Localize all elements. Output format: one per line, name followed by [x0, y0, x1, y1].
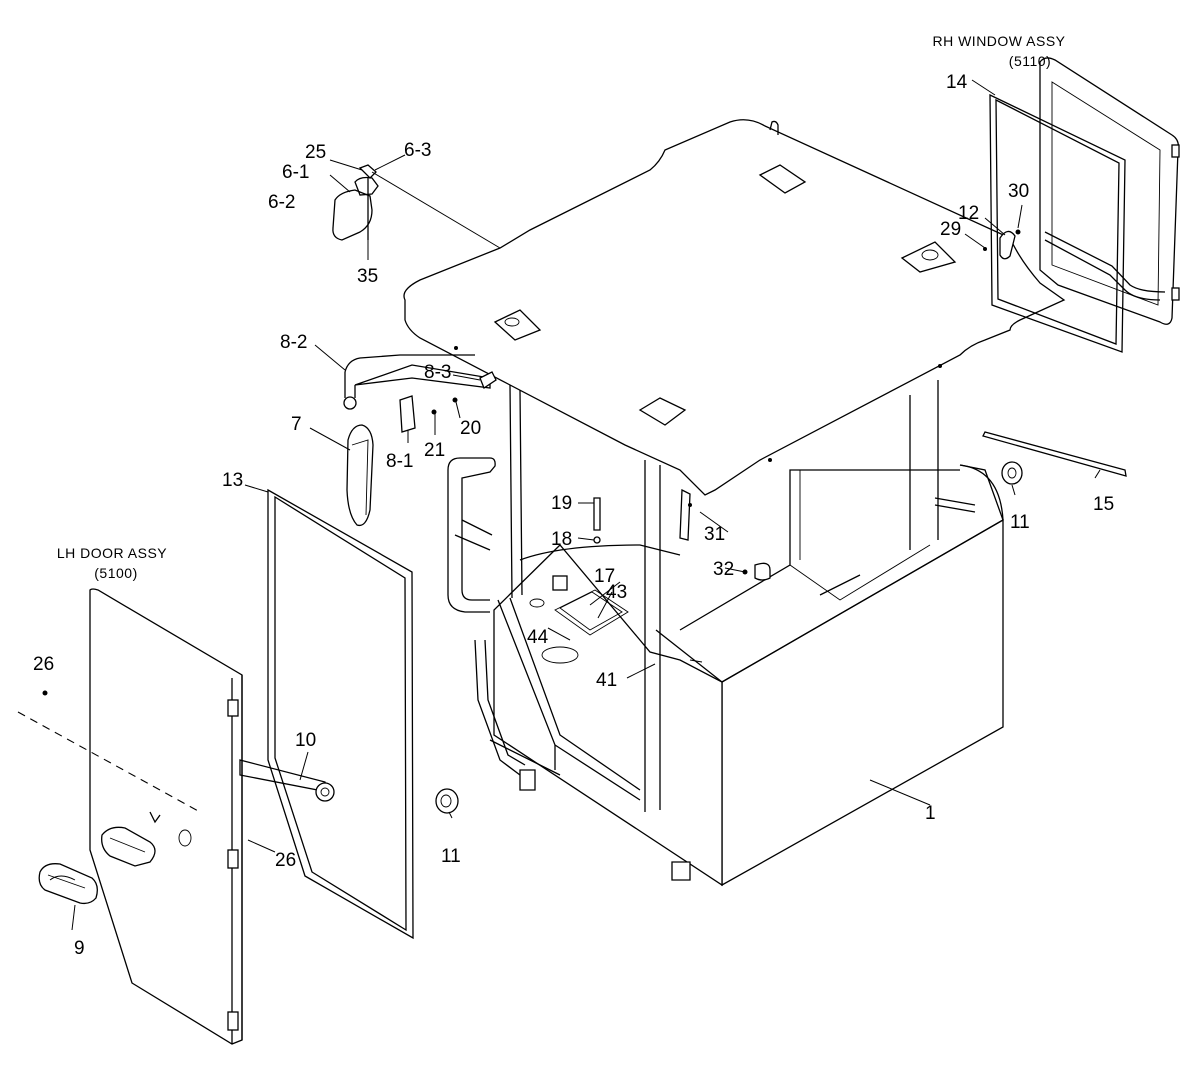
- callout-26-top: 26: [33, 654, 54, 675]
- callout-17: 17: [594, 566, 615, 587]
- mirror-glass-7: [346, 424, 374, 527]
- callout-43: 43: [606, 582, 627, 603]
- rh-window-latch: [983, 229, 1021, 260]
- callout-1: 1: [925, 803, 936, 824]
- lh-door-title: LH DOOR ASSY: [57, 545, 167, 561]
- rh-window-assembly: [1039, 57, 1180, 325]
- callout-11-front: 11: [441, 846, 461, 867]
- door-handle-9: [38, 863, 98, 905]
- callout-30: 30: [1008, 181, 1029, 202]
- callout-10: 10: [295, 730, 316, 751]
- callout-25: 25: [305, 142, 326, 163]
- callout-6-3: 6-3: [404, 140, 431, 161]
- callout-labels: 25 6-3 6-1 6-2 35 8-2 8-3 7 8-1 21 20 13…: [33, 72, 1114, 959]
- callout-6-2: 6-2: [268, 192, 295, 213]
- rh-window-seal: [989, 93, 1126, 353]
- install-line-26: [17, 690, 201, 813]
- callout-6-1: 6-1: [282, 162, 309, 183]
- rh-window-title: RH WINDOW ASSY: [932, 33, 1065, 49]
- leader-lines: [71, 79, 1101, 931]
- callout-19: 19: [551, 493, 572, 514]
- pins-and-fasteners: [593, 488, 748, 575]
- callout-20: 20: [460, 418, 481, 439]
- side-mirror-arm: [343, 354, 497, 433]
- grab-handle: [447, 457, 526, 776]
- callout-35: 35: [357, 266, 378, 287]
- lh-door-code: (5100): [94, 565, 137, 581]
- roof-panel: [403, 119, 1066, 496]
- rear-view-mirror: [332, 164, 379, 241]
- callout-15: 15: [1093, 494, 1114, 515]
- rh-window-assembly-label: RH WINDOW ASSY (5110): [932, 33, 1065, 69]
- callout-7: 7: [291, 414, 302, 435]
- callout-14: 14: [946, 72, 968, 93]
- callout-9: 9: [74, 938, 85, 959]
- lh-door-assembly: [89, 588, 335, 1045]
- door-window-glass-13: [267, 488, 414, 940]
- callout-8-1: 8-1: [386, 451, 413, 472]
- callout-31: 31: [704, 524, 725, 545]
- trim-strip-15: [982, 431, 1127, 477]
- callout-12: 12: [958, 203, 979, 224]
- callout-32: 32: [713, 559, 734, 580]
- callout-18: 18: [551, 529, 572, 550]
- callout-8-3: 8-3: [424, 362, 451, 383]
- callout-13: 13: [222, 470, 243, 491]
- callout-44: 44: [527, 627, 549, 648]
- callout-29: 29: [940, 219, 961, 240]
- lh-door-assembly-label: LH DOOR ASSY (5100): [57, 545, 167, 581]
- callout-26-door: 26: [275, 850, 296, 871]
- callout-8-2: 8-2: [280, 332, 307, 353]
- callout-41: 41: [596, 670, 617, 691]
- door-stop-bumper: [435, 461, 1023, 814]
- callout-21: 21: [424, 440, 445, 461]
- callout-11-rear: 11: [1010, 512, 1030, 533]
- rh-window-code: (5110): [1009, 53, 1051, 69]
